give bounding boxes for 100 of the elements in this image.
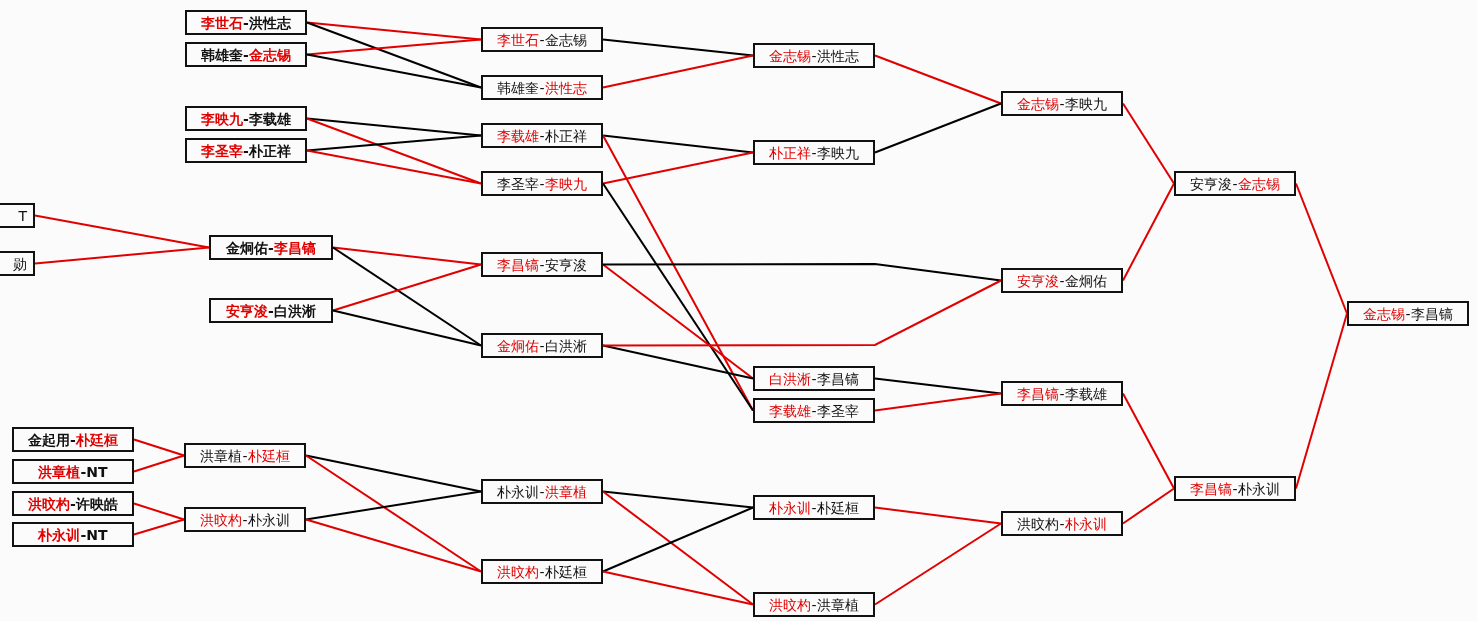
match-label: 金志锡-李映九	[1017, 96, 1107, 111]
bracket-line	[602, 506, 754, 573]
bracket-line	[306, 134, 482, 152]
bracket-line	[306, 149, 482, 185]
bracket-line	[874, 102, 1002, 154]
match-box	[12, 459, 134, 484]
match-label: 李圣宰-朴正祥	[201, 143, 291, 158]
bracket-line	[332, 246, 482, 266]
match-box	[753, 43, 875, 68]
match-box	[184, 507, 306, 532]
match-label: 李世石-洪性志	[201, 15, 291, 30]
bracket-line	[306, 38, 482, 56]
match-box	[185, 138, 307, 163]
bracket-line	[133, 438, 185, 457]
match-box	[12, 427, 134, 452]
match-label: 李载雄-李圣宰	[769, 403, 859, 418]
match-label: 洪旼杓-许映皓	[28, 496, 118, 511]
bracket-line	[602, 344, 754, 380]
bracket-line	[1122, 487, 1175, 525]
bracket-line	[602, 279, 1002, 347]
match-label: 洪旼杓-洪章植	[769, 597, 859, 612]
bracket-line	[602, 38, 754, 57]
match-box	[1001, 268, 1123, 293]
bracket-line	[332, 263, 482, 312]
match-label: 金炯佑-李昌镐	[226, 240, 316, 255]
match-label: 朴正祥-李映九	[769, 145, 859, 160]
match-box	[753, 140, 875, 165]
bracket-line	[306, 53, 482, 89]
bracket-line	[602, 151, 754, 185]
match-label: 勋	[13, 256, 27, 271]
match-box	[184, 443, 306, 468]
match-label: 李世石-金志锡	[497, 32, 587, 47]
match-label: 金志锡-洪性志	[769, 48, 859, 63]
match-label: 安亨浚-白洪淅	[226, 303, 316, 318]
match-label: 朴永训-朴廷桓	[769, 500, 859, 515]
match-box	[185, 42, 307, 67]
bracket-line	[602, 263, 754, 380]
bracket-line	[1122, 392, 1175, 490]
bracket-line	[332, 246, 482, 347]
match-box	[481, 252, 603, 277]
match-box	[481, 333, 603, 358]
match-box	[1001, 381, 1123, 406]
bracket-line	[1122, 102, 1175, 185]
match-label: 安亨浚-金志锡	[1190, 176, 1280, 191]
bracket-line	[874, 392, 1002, 412]
match-box	[1001, 91, 1123, 116]
match-box	[481, 75, 603, 100]
match-box	[1347, 301, 1469, 326]
bracket-line	[602, 570, 754, 606]
match-label: 朴永训-洪章植	[497, 484, 587, 499]
bracket-line	[602, 263, 1002, 282]
bracket-line	[1122, 182, 1175, 282]
match-box	[0, 251, 35, 276]
bracket-line	[133, 502, 185, 521]
match-box	[753, 592, 875, 617]
bracket-line	[305, 518, 482, 573]
match-box	[753, 366, 875, 391]
match-box	[12, 491, 134, 516]
match-label: 金志锡-李昌镐	[1363, 306, 1453, 321]
match-box	[1174, 171, 1296, 196]
match-label: T	[18, 208, 27, 223]
match-label: 安亨浚-金炯佑	[1017, 273, 1107, 288]
match-label: 朴永训-NT	[38, 527, 108, 542]
bracket-line	[874, 377, 1002, 395]
match-box	[1001, 511, 1123, 536]
match-label: 洪旼杓-朴永训	[200, 512, 290, 527]
bracket-line	[34, 246, 210, 265]
match-label: 洪旼杓-朴永训	[1017, 516, 1107, 531]
match-box	[481, 27, 603, 52]
match-box	[185, 106, 307, 131]
bracket-line	[133, 454, 185, 473]
match-label: 李昌镐-李载雄	[1017, 386, 1107, 401]
bracket-line	[133, 518, 185, 536]
bracket-line	[305, 454, 482, 493]
match-label: 李载雄-朴正祥	[497, 128, 587, 143]
match-box	[481, 479, 603, 504]
match-label: 金炯佑-白洪淅	[497, 338, 587, 353]
bracket-line	[874, 522, 1002, 606]
match-box	[753, 495, 875, 520]
bracket-line	[602, 490, 754, 509]
bracket-line	[305, 454, 482, 573]
match-label: 白洪淅-李昌镐	[769, 371, 859, 386]
bracket-line	[874, 54, 1002, 105]
bracket-line	[602, 182, 754, 412]
match-box	[12, 522, 134, 547]
match-box	[753, 398, 875, 423]
match-box	[185, 10, 307, 35]
match-box	[481, 559, 603, 584]
match-box	[481, 123, 603, 148]
bracket-line	[305, 490, 482, 521]
bracket-line	[874, 506, 1002, 525]
match-label: 韩雄奎-金志锡	[201, 47, 291, 62]
bracket-line	[34, 214, 210, 249]
bracket-line	[602, 134, 754, 154]
match-box	[0, 203, 35, 228]
match-label: 李映九-李载雄	[201, 111, 291, 126]
match-label: 李圣宰-李映九	[497, 176, 587, 191]
match-label: 洪章植-NT	[38, 464, 108, 479]
bracket-line	[602, 54, 754, 89]
match-label: 金起用-朴廷桓	[28, 432, 118, 447]
